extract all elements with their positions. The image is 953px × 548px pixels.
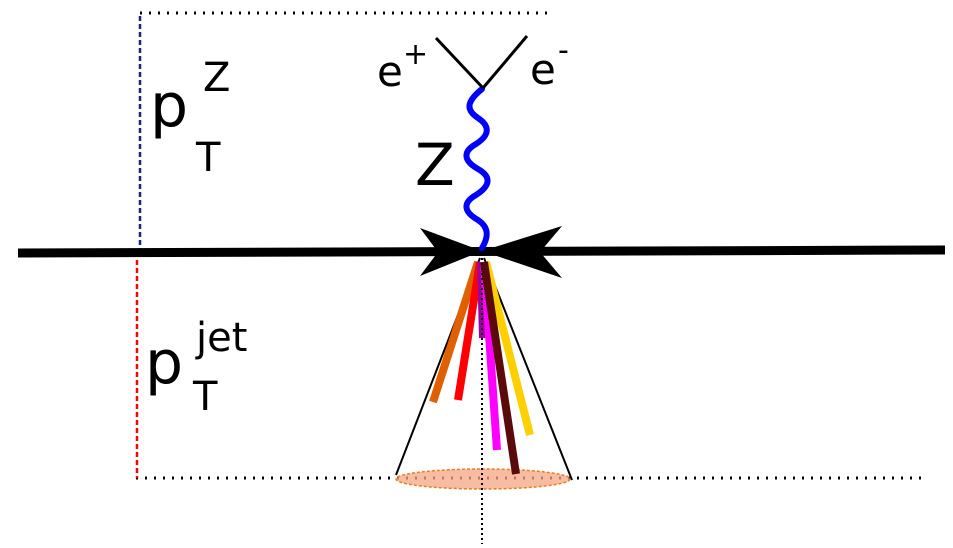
z-boson-propagator: [466, 89, 487, 248]
electron-label-sup: -: [558, 36, 569, 66]
pt-jet-sup: jet: [196, 318, 247, 358]
positron-label-sup: +: [403, 40, 428, 70]
z-boson-label: Z: [415, 136, 455, 194]
pt-jet-sub: T: [193, 377, 217, 417]
electron-label-base: e: [530, 49, 556, 91]
pt-jet-p: p: [145, 333, 183, 393]
pt-z-sub: T: [196, 138, 220, 178]
positron-label-base: e: [377, 51, 403, 93]
electron-line: [483, 36, 527, 88]
pt-z-p: p: [150, 76, 188, 136]
positron-line: [436, 38, 483, 88]
pt-z-sup: Z: [203, 58, 230, 98]
